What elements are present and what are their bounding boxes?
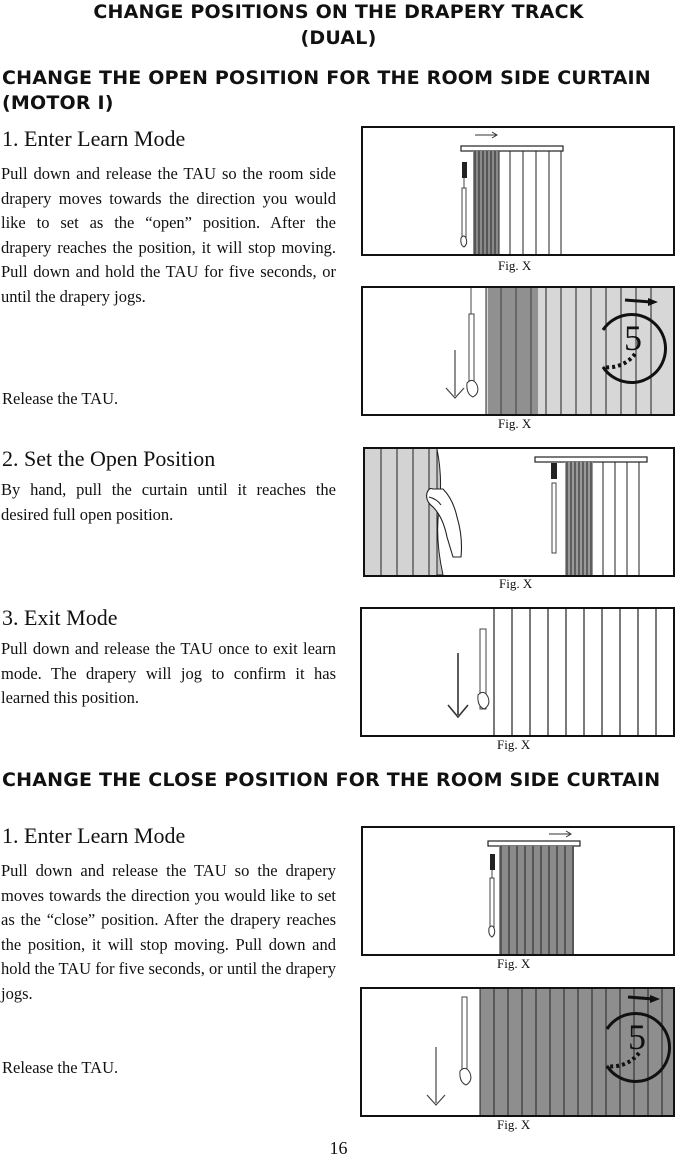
open-step1-text: Pull down and release the TAU so the roo… bbox=[1, 164, 336, 306]
open-section-heading: CHANGE THE OPEN POSITION FOR THE ROOM SI… bbox=[2, 67, 651, 114]
close-step1-release: Release the TAU. bbox=[2, 1058, 119, 1077]
open-step3-title: 3. Exit Mode bbox=[2, 605, 118, 630]
figure-6-hold-five-seconds: 5 bbox=[360, 987, 675, 1117]
figure-1-caption: Fig. X bbox=[498, 258, 532, 273]
page-title: CHANGE POSITIONS ON THE DRAPERY TRACK bbox=[93, 1, 584, 23]
open-step1-title: 1. Enter Learn Mode bbox=[2, 126, 186, 151]
open-step1-release: Release the TAU. bbox=[2, 389, 119, 408]
open-step3-text: Pull down and release the TAU once to ex… bbox=[1, 639, 336, 708]
figure-3-pull-by-hand bbox=[363, 447, 675, 577]
close-step1-title: 1. Enter Learn Mode bbox=[2, 823, 186, 848]
figure-5-caption: Fig. X bbox=[497, 956, 531, 971]
open-step2-text: By hand, pull the curtain until it reach… bbox=[1, 480, 336, 524]
page-subtitle: (DUAL) bbox=[300, 27, 377, 49]
figure-2-caption: Fig. X bbox=[498, 416, 532, 431]
open-step2-title: 2. Set the Open Position bbox=[2, 446, 216, 471]
close-step1-text: Pull down and release the TAU so the dra… bbox=[1, 861, 336, 1003]
figure-4-exit-mode bbox=[360, 607, 675, 737]
figure-6-caption: Fig. X bbox=[497, 1117, 531, 1132]
figure-2-hold-five-seconds: 5 bbox=[361, 286, 675, 416]
figure-3-caption: Fig. X bbox=[499, 576, 533, 591]
figure-5-drapery-moving bbox=[361, 826, 675, 956]
five-seconds-label: 5 bbox=[628, 1017, 646, 1057]
page-number: 16 bbox=[329, 1138, 348, 1158]
five-seconds-label: 5 bbox=[624, 318, 642, 358]
figure-1-drapery-moving bbox=[361, 126, 675, 256]
close-section-heading: CHANGE THE CLOSE POSITION FOR THE ROOM S… bbox=[2, 769, 661, 791]
figure-4-caption: Fig. X bbox=[497, 737, 531, 752]
